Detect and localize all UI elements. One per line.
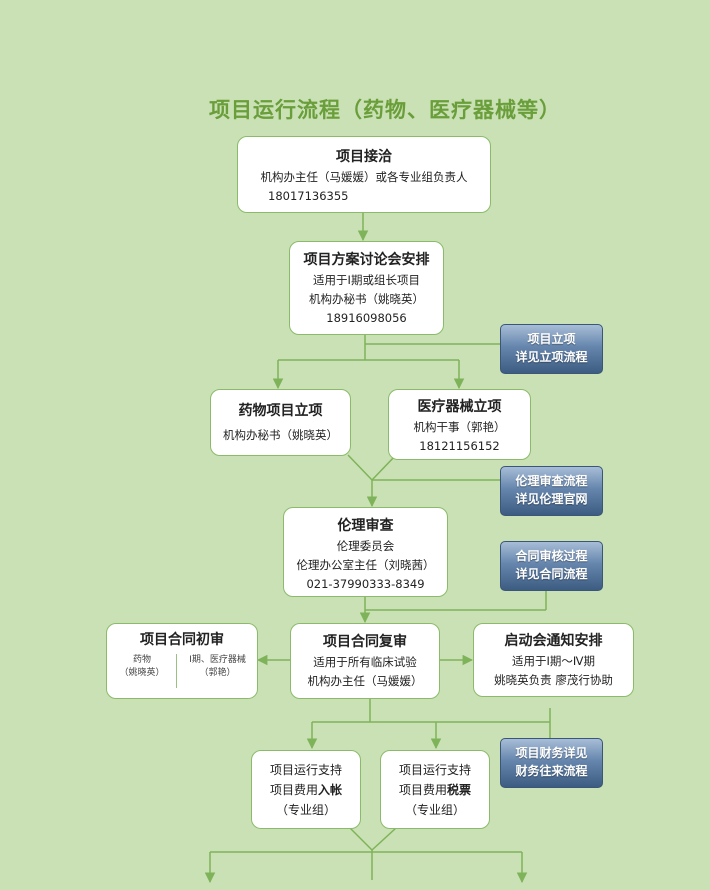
connector xyxy=(371,827,397,851)
node-phone: 021-37990333-8349 xyxy=(306,577,425,591)
button-label: 项目立项 xyxy=(527,332,576,346)
node-line: （专业组） xyxy=(275,803,336,817)
node-line: 机构办主任（马媛媛）或各专业组负责人 xyxy=(260,170,468,184)
node-kickoff: 启动会通知安排 适用于Ⅰ期～Ⅳ期 姚晓英负责 廖茂行协助 xyxy=(473,623,634,697)
node-line: 机构办秘书（姚晓英） xyxy=(223,428,338,442)
ethics-flow-button[interactable]: 伦理审查流程 详见伦理官网 xyxy=(500,466,603,516)
node-reception: 项目接洽 机构办主任（马媛媛）或各专业组负责人 18017136355 xyxy=(237,136,491,213)
node-drug-setup: 药物项目立项 机构办秘书（姚晓英） xyxy=(210,389,351,456)
node-line: 项目运行支持 xyxy=(269,763,342,777)
button-label: 详见合同流程 xyxy=(515,567,588,581)
node-device-setup: 医疗器械立项 机构干事（郭艳） 18121156152 xyxy=(388,389,531,460)
node-line: 机构办主任（马媛媛） xyxy=(307,674,423,688)
node-title: 医疗器械立项 xyxy=(417,399,502,415)
node-contract-initial: 项目合同初审 药物 （姚晓英） Ⅰ期、医疗器械 （郭艳） xyxy=(106,623,258,699)
button-label: 财务往来流程 xyxy=(515,764,588,778)
contract-flow-button[interactable]: 合同审核过程 详见合同流程 xyxy=(500,541,603,591)
node-phone: 18916098056 xyxy=(326,311,407,325)
connector xyxy=(371,454,397,481)
node-line: 药物 xyxy=(132,655,151,665)
connector xyxy=(349,827,373,851)
node-phone: 18121156152 xyxy=(419,439,500,453)
node-line: 项目费用税票 xyxy=(381,780,489,800)
node-line: 适用于Ⅰ期～Ⅳ期 xyxy=(511,654,595,668)
button-label: 合同审核过程 xyxy=(515,549,588,563)
node-support-invoice: 项目运行支持 项目费用税票 （专业组） xyxy=(380,750,490,829)
node-title: 药物项目立项 xyxy=(238,403,323,419)
node-plan: 项目方案讨论会安排 适用于Ⅰ期或组长项目 机构办秘书（姚晓英） 18916098… xyxy=(289,241,444,335)
node-line: 伦理委员会 xyxy=(336,539,395,553)
node-phone: 18017136355 xyxy=(268,189,349,203)
node-line: 适用于Ⅰ期或组长项目 xyxy=(313,273,420,287)
node-line-text: 项目费用 xyxy=(398,783,447,797)
node-line: （姚晓英） xyxy=(119,668,165,678)
node-title: 项目合同初审 xyxy=(140,632,224,648)
node-line: 姚晓英负责 廖茂行协助 xyxy=(494,673,613,687)
node-line: 项目费用入帐 xyxy=(252,780,360,800)
node-title: 启动会通知安排 xyxy=(504,633,603,649)
node-line: 机构干事（郭艳） xyxy=(413,420,506,434)
node-line-text: 项目费用 xyxy=(269,783,318,797)
button-label: 详见立项流程 xyxy=(515,350,588,364)
node-line-emphasis: 税票 xyxy=(447,783,472,797)
node-line: 项目运行支持 xyxy=(398,763,471,777)
project-setup-button[interactable]: 项目立项 详见立项流程 xyxy=(500,324,603,374)
finance-flow-button[interactable]: 项目财务详见 财务往来流程 xyxy=(500,738,603,788)
button-label: 伦理审查流程 xyxy=(515,474,588,488)
contract-initial-left: 药物 （姚晓英） xyxy=(109,654,175,680)
connector xyxy=(347,454,373,481)
node-title: 项目接洽 xyxy=(336,149,392,165)
page-title: 项目运行流程（药物、医疗器械等） xyxy=(209,97,561,122)
node-line: （专业组） xyxy=(404,803,465,817)
node-line: （郭艳） xyxy=(199,668,236,678)
node-line: 适用于所有临床试验 xyxy=(313,655,417,669)
divider xyxy=(176,654,177,688)
contract-initial-right: Ⅰ期、医疗器械 （郭艳） xyxy=(178,654,257,680)
button-label: 项目财务详见 xyxy=(515,746,588,760)
node-title: 伦理审查 xyxy=(337,518,394,534)
node-ethics-review: 伦理审查 伦理委员会 伦理办公室主任（刘晓茜） 021-37990333-834… xyxy=(283,507,448,597)
node-line: 机构办秘书（姚晓英） xyxy=(309,292,424,306)
button-label: 详见伦理官网 xyxy=(515,492,588,506)
node-line: 伦理办公室主任（刘晓茜） xyxy=(296,558,435,572)
node-contract-review: 项目合同复审 适用于所有临床试验 机构办主任（马媛媛） xyxy=(290,623,440,699)
node-line: Ⅰ期、医疗器械 xyxy=(189,655,246,665)
node-support-income: 项目运行支持 项目费用入帐 （专业组） xyxy=(251,750,361,829)
node-title: 项目方案讨论会安排 xyxy=(303,252,430,268)
node-line-emphasis: 入帐 xyxy=(318,783,343,797)
node-title: 项目合同复审 xyxy=(323,634,407,650)
